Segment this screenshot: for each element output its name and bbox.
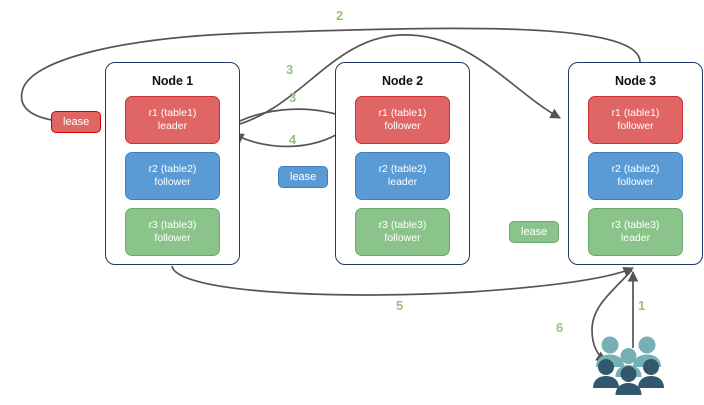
replica-role: leader: [620, 232, 651, 244]
replica-role: follower: [154, 232, 191, 244]
replica-role: follower: [617, 176, 654, 188]
node-card-node3[interactable]: Node 3 r1 (table1) follower r2 (table2) …: [568, 62, 703, 265]
replica-role: leader: [157, 120, 188, 132]
replica-node1-r2[interactable]: r2 (table2) follower: [125, 152, 220, 200]
node-title-node3: Node 3: [614, 74, 657, 88]
replica-name: r3 (table3): [378, 219, 427, 231]
lease-label: lease: [290, 171, 317, 183]
replica-name: r2 (table2): [378, 163, 427, 175]
replica-role: leader: [387, 176, 418, 188]
replica-role: follower: [384, 120, 421, 132]
lease-label: lease: [63, 116, 90, 128]
node-card-node1[interactable]: Node 1 r1 (table1) leader r2 (table2) fo…: [105, 62, 240, 265]
replica-name: r1 (table1): [611, 107, 660, 119]
replica-name: r3 (table3): [611, 219, 660, 231]
replica-node2-r1[interactable]: r1 (table1) follower: [355, 96, 450, 144]
step-label-1: 1: [638, 298, 646, 313]
replica-name: r2 (table2): [148, 163, 197, 175]
replica-node1-r3[interactable]: r3 (table3) follower: [125, 208, 220, 256]
users-icon: [592, 334, 672, 396]
node-card-node2[interactable]: Node 2 r1 (table1) follower r2 (table2) …: [335, 62, 470, 265]
replica-role: follower: [617, 120, 654, 132]
node-title-node2: Node 2: [381, 74, 424, 88]
replica-node2-r3[interactable]: r3 (table3) follower: [355, 208, 450, 256]
replica-node3-r1[interactable]: r1 (table1) follower: [588, 96, 683, 144]
replica-node3-r3[interactable]: r3 (table3) leader: [588, 208, 683, 256]
replica-role: follower: [154, 176, 191, 188]
replica-node2-r2[interactable]: r2 (table2) leader: [355, 152, 450, 200]
replica-name: r1 (table1): [378, 107, 427, 119]
replica-name: r3 (table3): [148, 219, 197, 231]
replica-role: follower: [384, 232, 421, 244]
step-label-5: 5: [396, 298, 404, 313]
replica-name: r2 (table2): [611, 163, 660, 175]
lease-badge-r1[interactable]: lease: [51, 111, 102, 133]
step-label-3b: 3: [289, 90, 297, 105]
step-label-6: 6: [556, 320, 564, 335]
lease-badge-r2[interactable]: lease: [278, 166, 329, 188]
step-label-4: 4: [289, 132, 297, 147]
edge-5-node1-to-node3: [171, 265, 634, 296]
edge-3-node1-to-node2: [227, 108, 353, 128]
replica-name: r1 (table1): [148, 107, 197, 119]
lease-badge-r3[interactable]: lease: [509, 221, 560, 243]
step-label-2: 2: [336, 8, 344, 23]
replica-node1-r1[interactable]: r1 (table1) leader: [125, 96, 220, 144]
replica-node3-r2[interactable]: r2 (table2) follower: [588, 152, 683, 200]
node-title-node1: Node 1: [151, 74, 194, 88]
lease-label: lease: [521, 226, 548, 238]
step-label-3a: 3: [286, 62, 294, 77]
